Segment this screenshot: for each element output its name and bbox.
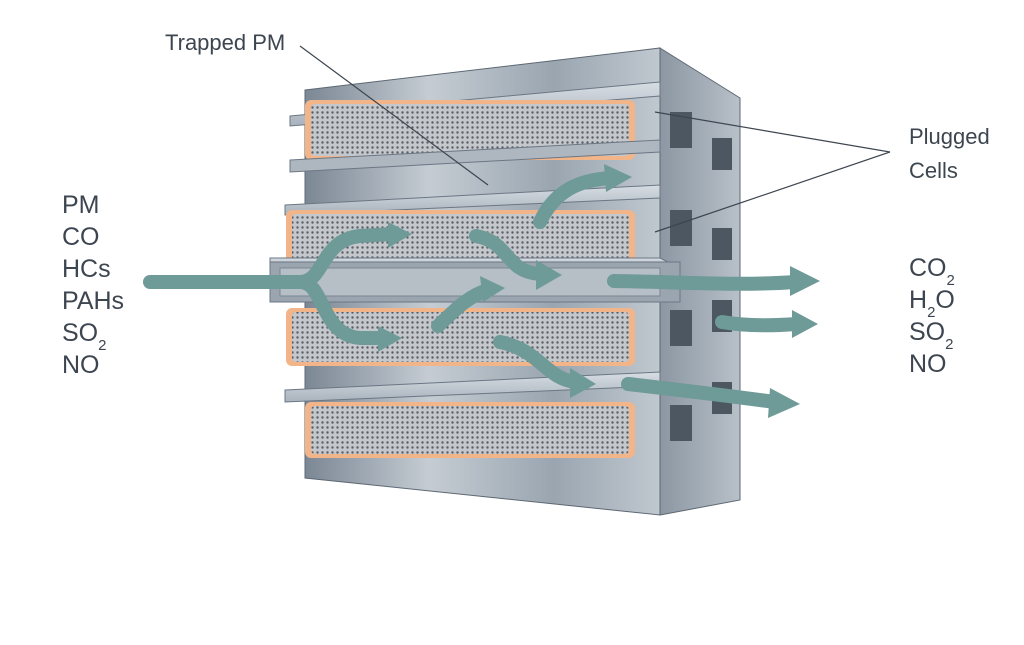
arrowhead	[388, 222, 412, 248]
input-species: CO	[62, 223, 100, 251]
trapped-pm-layer	[292, 312, 629, 362]
filter-body	[269, 47, 681, 516]
outlet-arrow	[715, 315, 804, 333]
plugged-cells-label: Cells	[909, 158, 958, 183]
plugged-cells-leader	[654, 151, 891, 233]
outlet-arrow	[607, 274, 802, 291]
plugged-cell	[670, 405, 692, 441]
input-species: NO	[62, 351, 100, 379]
trapped-pm-layer	[311, 104, 629, 156]
input-species-list: PM CO HCs PAHs SO2 NO	[62, 191, 124, 379]
arrow-heads	[378, 164, 820, 418]
flow-arrow	[293, 275, 389, 345]
flow-arrow	[533, 171, 617, 229]
trapped-pm-label: Trapped PM	[165, 30, 285, 55]
arrowhead	[790, 266, 820, 296]
input-species: SO2	[62, 319, 106, 354]
output-species: H2O	[909, 286, 955, 321]
leader-lines	[299, 45, 891, 233]
plugged-cells-label: Plugged	[909, 124, 990, 149]
input-species: PAHs	[62, 287, 124, 315]
plugged-cell	[670, 210, 692, 246]
plugged-cell	[712, 228, 732, 260]
plugged-cell	[712, 138, 732, 170]
output-species-list: CO2 H2O SO2 NO	[909, 254, 955, 378]
output-species: CO2	[909, 254, 955, 289]
arrowhead	[480, 276, 505, 302]
plugged-cell	[670, 112, 692, 148]
arrowhead	[536, 260, 562, 290]
flow-arrow	[493, 335, 582, 389]
plugged-cell	[670, 310, 692, 346]
arrowhead	[378, 326, 402, 352]
output-species: SO2	[909, 318, 953, 353]
filter-channel	[305, 402, 635, 458]
flow-arrow	[469, 229, 547, 281]
input-species: HCs	[62, 255, 111, 283]
trapped-pm-layer	[311, 406, 629, 454]
arrowhead	[792, 310, 818, 338]
outlet-arrow	[621, 377, 782, 409]
input-species: PM	[62, 191, 100, 219]
arrowhead	[570, 368, 596, 398]
arrowhead	[768, 388, 800, 418]
output-species: NO	[909, 350, 947, 378]
plugged-cells-leader	[654, 111, 891, 153]
trapped-pm-leader	[299, 45, 489, 186]
filter-channel	[289, 81, 661, 173]
arrowhead	[604, 164, 632, 192]
